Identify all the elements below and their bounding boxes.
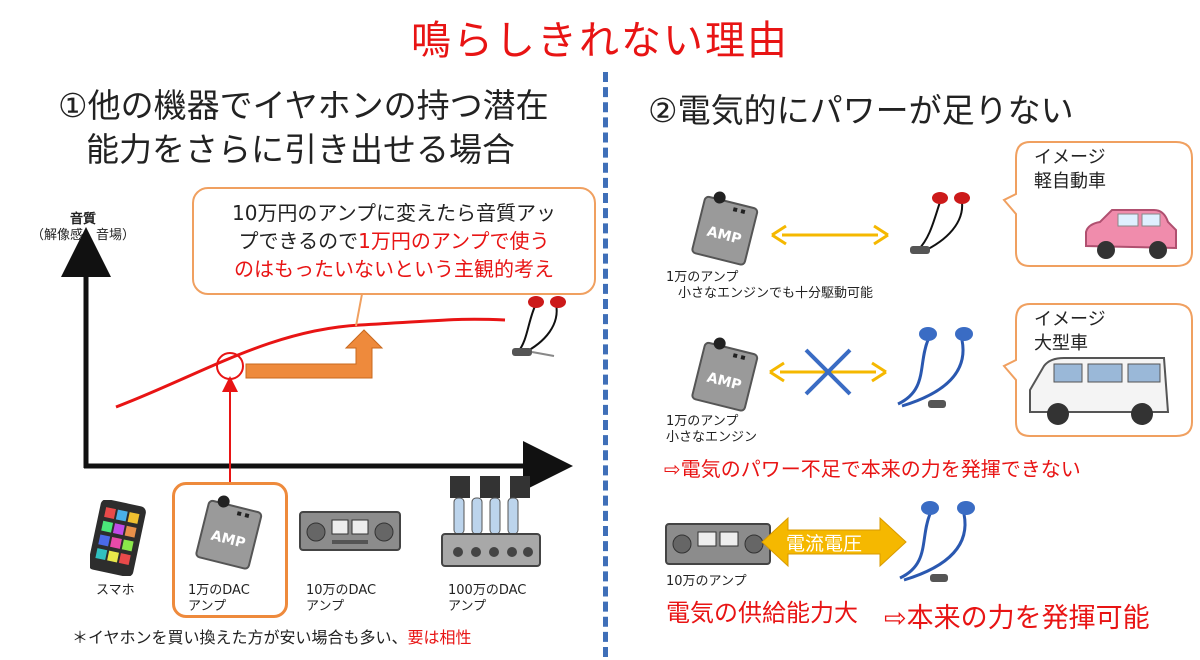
portable-amp-icon: AMP [691, 337, 759, 412]
callout-pointer [355, 293, 363, 327]
ng-double-arrow [769, 348, 887, 396]
result-power-shortage: ⇨電気のパワー不足で本来の力を発揮できない [664, 457, 1081, 481]
device-label-smartphone: スマホ [96, 583, 135, 599]
device-label-line2: アンプ [188, 599, 227, 614]
footnote: ＊イヤホンを買い換えた方が安い場合も多い、要は相性 [72, 624, 472, 648]
smartphone-icon [90, 500, 146, 576]
row2-label-line1: 1万のアンプ [666, 414, 739, 429]
bubble1-line2: 軽自動車 [1034, 171, 1106, 192]
callout-line3: のはもったいないという主観的考え [234, 257, 554, 281]
left-heading: ①他の機器でイヤホンの持つ潜在 能力をさらに引き出せる場合 [58, 84, 598, 172]
bubble2-line2: 大型車 [1034, 333, 1088, 354]
callout-line2: プできるので1万円のアンプで使う [206, 227, 582, 255]
device-label-line2: アンプ [306, 599, 345, 614]
earphone-red-icon [910, 192, 970, 254]
current-voltage-label: 電流電圧 [786, 533, 863, 555]
earphone-blue-icon [899, 501, 975, 582]
kei-car-icon [1085, 209, 1177, 259]
earphone-blue-icon [897, 327, 973, 408]
device-label-line1: スマホ [96, 583, 135, 598]
row2-label: 1万のアンプ 小さなエンジン [666, 414, 757, 446]
device-label-line2: アンプ [448, 599, 487, 614]
section-divider [603, 72, 608, 657]
right-heading: ②電気的にパワーが足りない [648, 91, 1074, 130]
earphone-red-icon [512, 296, 566, 357]
row1-label: 1万のアンプ 小さなエンジンでも十分駆動可能 [666, 270, 873, 302]
selected-device-frame [172, 482, 288, 618]
device-label-100man-amp: 100万のDAC アンプ [448, 583, 526, 615]
device-label-1man-amp: 1万のDAC アンプ [188, 583, 250, 615]
footnote-emphasis: 要は相性 [407, 628, 472, 647]
result-full-power: ⇨本来の力を発揮可能 [884, 603, 1150, 634]
bubble1-text: イメージ 軽自動車 [1034, 146, 1106, 194]
callout-line1: 10万円のアンプに変えたら音質アッ [231, 201, 557, 225]
left-heading-line2: 能力をさらに引き出せる場合 [86, 130, 515, 169]
tube-amp-icon [441, 476, 541, 567]
subjective-callout: 10万円のアンプに変えたら音質アッ プできるので1万円のアンプで使う のはもった… [192, 187, 596, 295]
row2-label-line2: 小さなエンジン [666, 430, 758, 445]
stereo-amp-icon [299, 511, 401, 551]
row3-label: 10万のアンプ [666, 574, 747, 589]
device-label-line1: 1万のDAC [188, 583, 250, 598]
page-title: 鳴らしきれない理由 [411, 18, 789, 64]
quality-graph [61, 227, 573, 491]
left-heading-line1: ①他の機器でイヤホンの持つ潜在 [58, 86, 549, 125]
quality-curve [115, 317, 506, 409]
ok-double-arrow [771, 224, 889, 246]
bubble2-line1: イメージ [1034, 309, 1106, 330]
device-label-line1: 100万のDAC [448, 583, 527, 598]
minivan-icon [1029, 357, 1170, 425]
callout-line2a: プできるので [238, 229, 359, 253]
device-label-line1: 10万のDAC [306, 583, 377, 598]
portable-amp-icon: AMP [691, 191, 759, 266]
callout-line2b: 1万円のアンプで使う [358, 229, 550, 253]
footnote-main: ＊イヤホンを買い換えた方が安い場合も多い、 [72, 628, 408, 647]
axis-title-main: 音質 [69, 212, 96, 227]
bubble2-text: イメージ 大型車 [1034, 308, 1106, 356]
portable-amp-icon: AMP [195, 495, 263, 570]
upgrade-arrow [245, 329, 384, 379]
result-supply-capacity: 電気の供給能力大 [666, 599, 858, 627]
stereo-amp-icon [665, 523, 771, 565]
row1-label-line1: 1万のアンプ [666, 270, 739, 285]
row1-label-line2: 小さなエンジンでも十分駆動可能 [678, 286, 874, 301]
device-label-10man-amp: 10万のDAC アンプ [306, 583, 376, 615]
bubble1-line1: イメージ [1034, 147, 1106, 168]
current-voltage-arrow [761, 516, 907, 568]
